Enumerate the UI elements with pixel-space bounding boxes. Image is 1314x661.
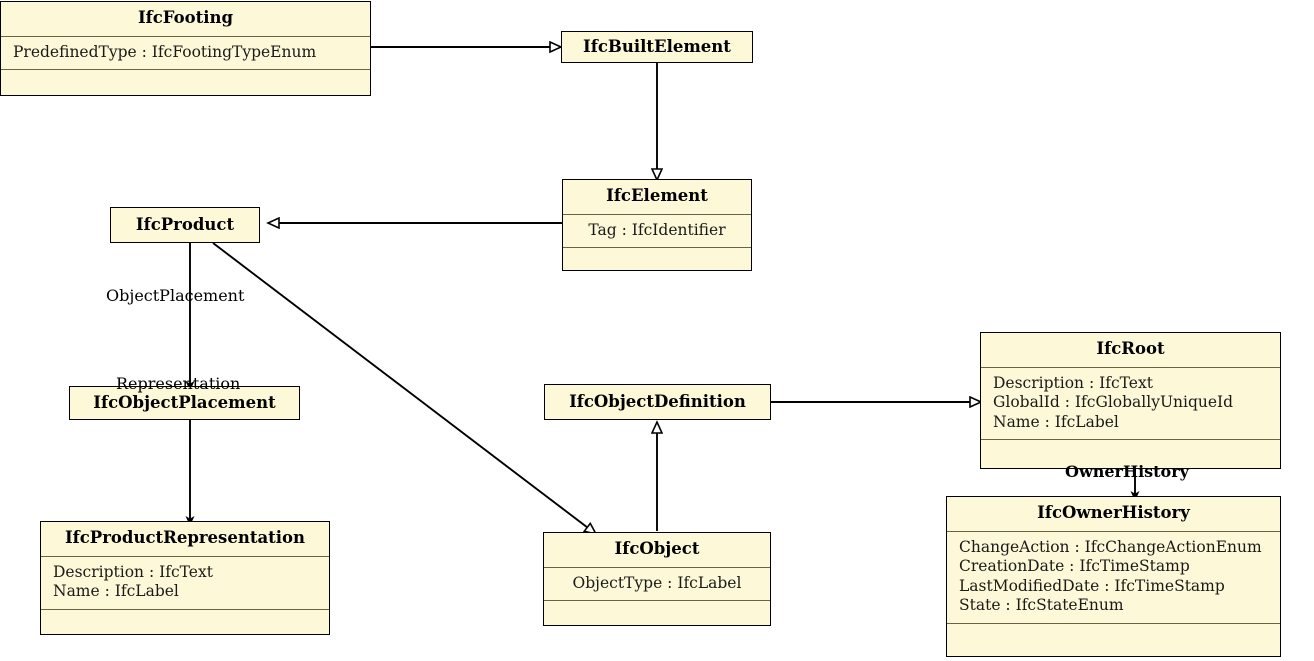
- compartment-divider: [41, 555, 329, 557]
- class-operations: [563, 248, 751, 269]
- attribute-row: Description : IfcText: [53, 562, 213, 581]
- class-attributes: PredefinedType : IfcFootingTypeEnum: [1, 37, 370, 70]
- class-title: IfcObject: [614, 539, 700, 558]
- class-attributes: ChangeAction : IfcChangeActionEnum Creat…: [947, 532, 1280, 623]
- class-box-ifcroot[interactable]: IfcRoot Description : IfcText GlobalId :…: [980, 332, 1281, 469]
- attribute-row: ChangeAction : IfcChangeActionEnum: [959, 537, 1262, 556]
- class-box-ifcproductrepresentation[interactable]: IfcProductRepresentation Description : I…: [40, 521, 330, 635]
- compartment-divider: [981, 439, 1280, 441]
- attribute-row: State : IfcStateEnum: [959, 596, 1124, 615]
- class-title: IfcObjectDefinition: [569, 392, 746, 411]
- class-operations: [1, 70, 370, 91]
- compartment-divider: [544, 566, 770, 568]
- class-attributes: ObjectType : IfcLabel: [544, 568, 770, 601]
- class-box-ifcbuiltelement[interactable]: IfcBuiltElement: [561, 31, 753, 63]
- edge-label-owner-history: OwnerHistory: [1065, 462, 1189, 481]
- class-operations: [947, 624, 1280, 645]
- compartment-divider: [1, 35, 370, 37]
- compartment-divider: [544, 600, 770, 602]
- class-attributes: Tag : IfcIdentifier: [563, 215, 751, 248]
- class-box-ifcobjectplacement[interactable]: IfcObjectPlacement: [69, 386, 300, 420]
- attribute-row: GlobalId : IfcGloballyUniqueId: [993, 393, 1234, 412]
- compartment-divider: [563, 213, 751, 215]
- class-box-ifcelement[interactable]: IfcElement Tag : IfcIdentifier: [562, 179, 752, 271]
- class-box-ifcobject[interactable]: IfcObject ObjectType : IfcLabel: [543, 532, 771, 626]
- attribute-row: CreationDate : IfcTimeStamp: [959, 557, 1190, 576]
- attribute-row: Name : IfcLabel: [993, 412, 1119, 431]
- class-operations: [41, 610, 329, 631]
- edge-label-representation: Representation: [116, 374, 241, 393]
- class-title: IfcProductRepresentation: [64, 528, 306, 547]
- class-title: IfcFooting: [137, 8, 234, 27]
- class-operations: [981, 440, 1280, 461]
- class-box-ifcfooting[interactable]: IfcFooting PredefinedType : IfcFootingTy…: [0, 1, 371, 96]
- class-title: IfcBuiltElement: [583, 37, 731, 56]
- class-box-ifcownerhistory[interactable]: IfcOwnerHistory ChangeAction : IfcChange…: [946, 496, 1281, 657]
- compartment-divider: [41, 608, 329, 610]
- edge-label-object-placement: ObjectPlacement: [106, 286, 245, 305]
- class-title: IfcObjectPlacement: [93, 393, 276, 412]
- class-title: IfcElement: [606, 186, 708, 205]
- class-operations: [544, 601, 770, 622]
- attribute-row: Description : IfcText: [993, 373, 1153, 392]
- attribute-row: ObjectType : IfcLabel: [572, 573, 742, 592]
- attribute-row: LastModifiedDate : IfcTimeStamp: [959, 576, 1225, 595]
- class-title: IfcRoot: [1096, 339, 1165, 358]
- compartment-divider: [563, 247, 751, 249]
- class-box-ifcobjectdefinition[interactable]: IfcObjectDefinition: [544, 384, 771, 420]
- class-title: IfcProduct: [135, 215, 235, 234]
- compartment-divider: [947, 622, 1280, 624]
- class-title: IfcOwnerHistory: [1037, 503, 1190, 522]
- compartment-divider: [1, 69, 370, 71]
- class-attributes: Description : IfcText GlobalId : IfcGlob…: [981, 368, 1280, 440]
- attribute-row: Name : IfcLabel: [53, 582, 179, 601]
- attribute-row: PredefinedType : IfcFootingTypeEnum: [13, 42, 317, 61]
- class-box-ifcproduct[interactable]: IfcProduct: [110, 207, 260, 243]
- compartment-divider: [947, 530, 1280, 532]
- attribute-row: Tag : IfcIdentifier: [588, 220, 726, 239]
- compartment-divider: [981, 366, 1280, 368]
- class-attributes: Description : IfcText Name : IfcLabel: [41, 557, 329, 609]
